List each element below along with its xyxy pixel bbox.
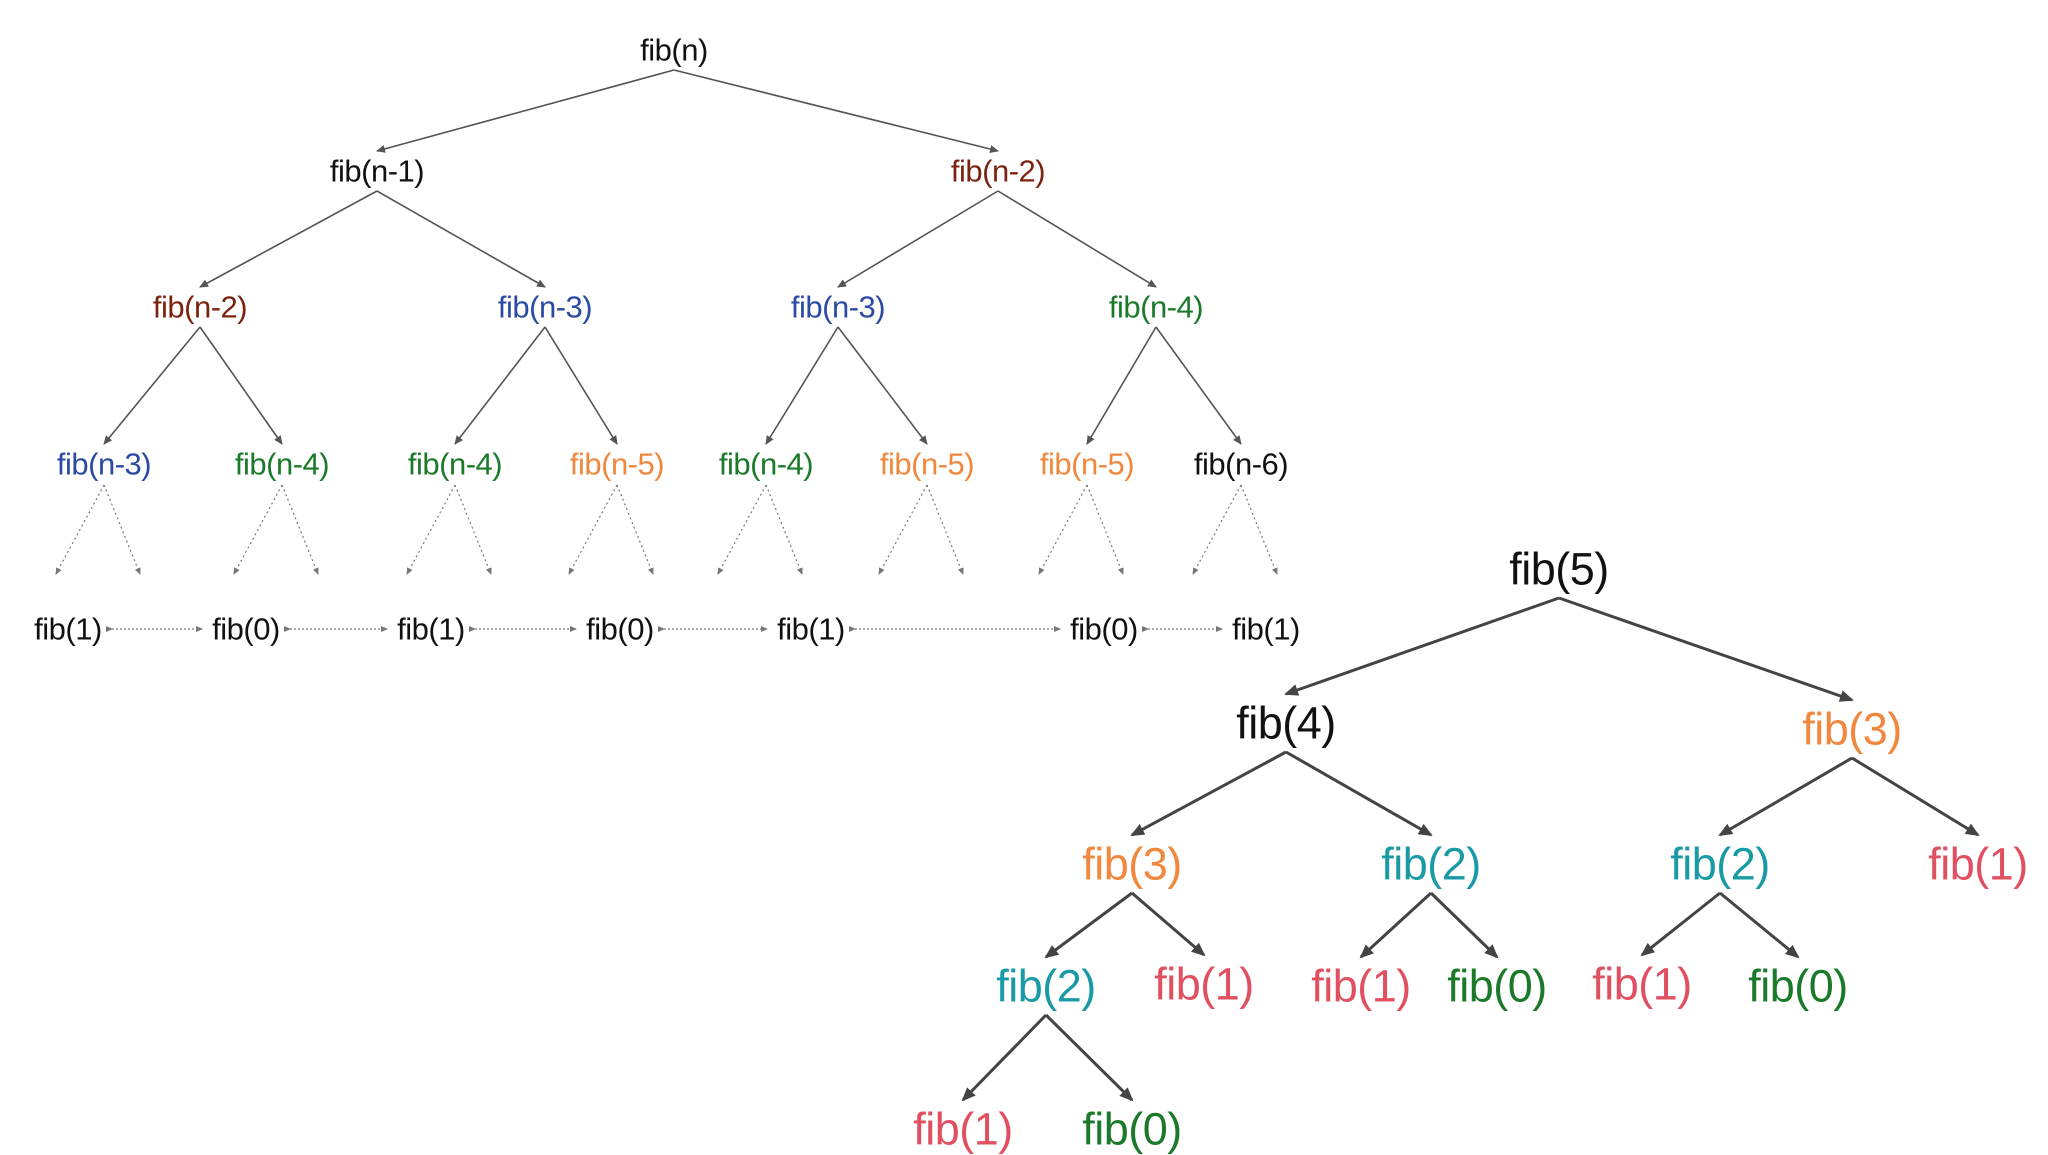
edge-a2-b3 [837, 190, 999, 288]
node-a1: fib(n-1) [329, 153, 425, 189]
node-d2: fib(0) [212, 611, 280, 647]
node-f3r: fib(3) [1802, 703, 1902, 755]
node-f0b: fib(0) [1748, 960, 1848, 1012]
dotted-edge-c8-right [1240, 484, 1278, 575]
dotted-edge-c4-left [568, 484, 618, 575]
edge-a1-b2 [376, 190, 546, 288]
node-c8: fib(n-6) [1193, 446, 1289, 482]
edge-a2-b4 [997, 190, 1157, 288]
edge-b2-c4 [544, 326, 618, 445]
dotted-edge-c5-left [717, 484, 767, 575]
dotted-edge-c2-right [281, 484, 319, 575]
edge-f4-f2a [1285, 750, 1433, 837]
dotted-edge-c2-left [233, 484, 283, 575]
edge-f2b-f0b [1719, 891, 1800, 959]
edge-b3-c5 [765, 326, 839, 445]
node-r: fib(n) [640, 32, 708, 68]
dotted-edge-c7-left [1038, 484, 1088, 575]
node-f0a: fib(0) [1447, 960, 1547, 1012]
node-b1: fib(n-2) [152, 289, 248, 325]
dotted-edge-c8-left [1192, 484, 1242, 575]
edge-f5-f3r [1558, 596, 1854, 702]
node-f2a: fib(2) [1381, 838, 1481, 890]
dotted-edge-c4-right [616, 484, 654, 575]
edge-f3l-f2c [1044, 891, 1133, 959]
edge-f3l-f1b [1131, 891, 1206, 957]
edge-f5-f4 [1284, 596, 1560, 696]
node-d6: fib(0) [1070, 611, 1138, 647]
edge-f3r-f2b [1718, 756, 1853, 837]
node-f0c: fib(0) [1082, 1103, 1182, 1155]
node-f2c: fib(2) [996, 960, 1096, 1012]
edge-f2c-f0c [1044, 1013, 1134, 1102]
edge-b2-c3 [454, 326, 546, 445]
node-f4: fib(4) [1236, 697, 1336, 749]
node-c3: fib(n-4) [407, 446, 503, 482]
dotted-edge-c6-right [926, 484, 964, 575]
dotted-edge-c3-left [406, 484, 456, 575]
node-f1d: fib(1) [1592, 958, 1692, 1010]
edge-b4-c8 [1155, 326, 1242, 445]
node-c4: fib(n-5) [569, 446, 665, 482]
node-f1b: fib(1) [1154, 958, 1254, 1010]
node-b4: fib(n-4) [1108, 289, 1204, 325]
node-d3: fib(1) [397, 611, 465, 647]
dotted-edge-c1-right [103, 484, 141, 575]
edge-f2a-f0a [1429, 891, 1499, 959]
node-c6: fib(n-5) [879, 446, 975, 482]
node-c5: fib(n-4) [718, 446, 814, 482]
dotted-edge-c1-left [55, 484, 105, 575]
node-f1a: fib(1) [1928, 838, 2028, 890]
edge-b3-c6 [837, 326, 928, 445]
node-f1c: fib(1) [1311, 960, 1411, 1012]
edge-b4-c7 [1086, 326, 1157, 445]
edge-f2b-f1d [1640, 891, 1721, 957]
node-f3l: fib(3) [1082, 838, 1182, 890]
dotted-edge-c5-right [765, 484, 803, 575]
node-a2: fib(n-2) [950, 153, 1046, 189]
node-f2b: fib(2) [1670, 838, 1770, 890]
dotted-edge-c7-right [1086, 484, 1124, 575]
node-f5: fib(5) [1509, 543, 1609, 595]
dotted-edge-c3-right [454, 484, 492, 575]
node-c1: fib(n-3) [56, 446, 152, 482]
edge-r-a2 [673, 69, 999, 153]
node-d1: fib(1) [34, 611, 102, 647]
edge-f4-f3l [1130, 750, 1287, 837]
edge-f2c-f1e [961, 1013, 1048, 1102]
edge-f2a-f1c [1359, 891, 1433, 959]
edge-r-a1 [376, 69, 675, 153]
edge-a1-b1 [199, 190, 378, 288]
node-c7: fib(n-5) [1039, 446, 1135, 482]
node-f1e: fib(1) [913, 1103, 1013, 1155]
edge-b1-c2 [199, 326, 283, 445]
node-d5: fib(1) [777, 611, 845, 647]
node-d7: fib(1) [1232, 611, 1300, 647]
node-b2: fib(n-3) [497, 289, 593, 325]
node-c2: fib(n-4) [234, 446, 330, 482]
dotted-edge-c6-left [878, 484, 928, 575]
node-d4: fib(0) [586, 611, 654, 647]
edge-b1-c1 [103, 326, 201, 445]
edge-f3r-f1a [1851, 756, 1980, 837]
node-b3: fib(n-3) [790, 289, 886, 325]
